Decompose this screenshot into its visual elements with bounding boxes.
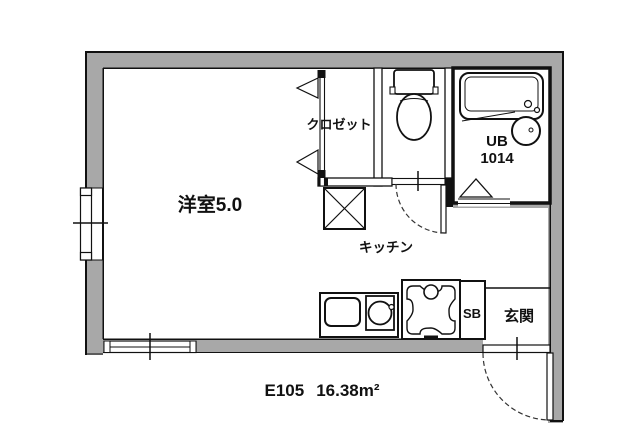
refrigerator-space-x-box xyxy=(323,187,366,230)
washer-faucet xyxy=(423,284,439,300)
toilet-door xyxy=(391,171,447,234)
bathroom-sink xyxy=(511,99,541,146)
kitchen-counter xyxy=(319,292,399,338)
kitchen-sink xyxy=(324,297,361,327)
room-labels: 洋室5.0 クロゼット UB 1014 キッチン SB 玄関 E105 16.38… xyxy=(178,117,534,400)
label-entrance: 玄関 xyxy=(504,307,534,325)
label-unit-bath-size: 1014 xyxy=(480,150,514,167)
window-left xyxy=(73,187,108,261)
closet-folding-door xyxy=(295,70,326,187)
bathtub xyxy=(459,72,544,122)
stove-knob xyxy=(388,303,395,311)
label-shoe-box: SB xyxy=(463,306,481,321)
shoe-box xyxy=(459,280,486,340)
washer-drain xyxy=(424,335,438,339)
washing-machine-pan xyxy=(401,279,461,340)
label-western-room: 洋室5.0 xyxy=(178,193,242,216)
label-kitchen: キッチン xyxy=(359,240,413,255)
label-unit-bath: UB xyxy=(486,133,508,150)
bath-folding-door xyxy=(458,178,494,198)
unit-area-label: E105 16.38m² xyxy=(264,381,379,400)
window-bottom xyxy=(103,333,197,360)
floor-area: 16.38m² xyxy=(316,381,380,400)
entrance-area xyxy=(482,287,551,360)
label-closet: クロゼット xyxy=(306,117,371,132)
stove-burner xyxy=(367,300,393,326)
entrance-door xyxy=(482,352,554,421)
unit-number: E105 xyxy=(264,381,304,400)
toilet xyxy=(389,69,439,141)
